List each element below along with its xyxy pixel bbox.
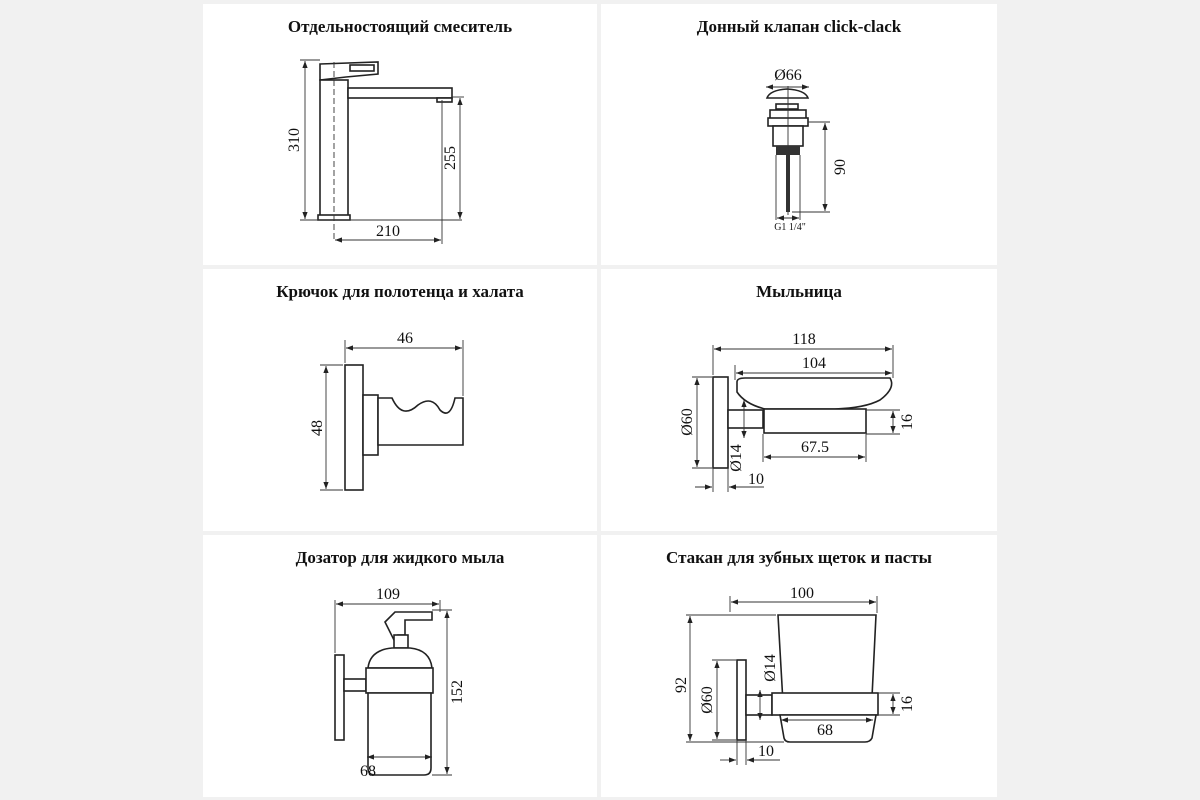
panel-title: Крючок для полотенца и халата <box>276 282 524 301</box>
dim-100: 100 <box>790 585 814 602</box>
panel-title: Мыльница <box>756 282 842 301</box>
dim-16: 16 <box>899 696 916 712</box>
background-left <box>0 0 203 800</box>
dim-118: 118 <box>792 331 815 348</box>
dim-46: 46 <box>397 330 413 347</box>
dim-48: 48 <box>309 420 326 436</box>
dim-109: 109 <box>376 586 400 603</box>
dim-104: 104 <box>802 355 826 372</box>
faucet-drawing: 310 255 210 <box>286 59 464 244</box>
dim-92: 92 <box>673 677 690 693</box>
dim-10: 10 <box>748 471 764 488</box>
background-right <box>997 0 1200 800</box>
tumbler-drawing: 100 92 Ø60 Ø14 16 68 10 <box>673 585 916 765</box>
dim-16: 16 <box>899 414 916 430</box>
dim-67-5: 67.5 <box>801 439 829 456</box>
dim-thread: G1 1/4" <box>774 222 806 233</box>
dim-68: 68 <box>817 722 833 739</box>
panel-title: Дозатор для жидкого мыла <box>295 548 505 567</box>
panel-faucet: Отдельностоящий смеситель <box>203 4 597 265</box>
panel-title: Стакан для зубных щеток и пасты <box>666 548 932 567</box>
dispenser-drawing: 109 152 68 <box>334 586 466 780</box>
dim-diameter-14: Ø14 <box>728 444 745 472</box>
panel-title: Донный клапан click-clack <box>696 17 902 36</box>
panel-hook: Крючок для полотенца и халата <box>203 269 597 531</box>
dim-diameter-14: Ø14 <box>762 654 779 682</box>
dim-90: 90 <box>832 159 849 175</box>
soap-dish-drawing: 118 104 Ø60 Ø14 16 67.5 10 <box>679 331 916 492</box>
dim-diameter-60: Ø60 <box>679 408 696 436</box>
dim-68: 68 <box>360 763 376 780</box>
dim-diameter-60: Ø60 <box>699 686 716 714</box>
drain-drawing: Ø66 90 G1 1/4" <box>765 67 849 233</box>
dim-152: 152 <box>449 680 466 704</box>
hook-drawing: 46 48 <box>309 330 464 491</box>
panel-title: Отдельностоящий смеситель <box>287 17 513 36</box>
dim-diameter-66: Ø66 <box>774 67 802 84</box>
dim-210: 210 <box>376 223 400 240</box>
dim-310: 310 <box>286 128 303 152</box>
dim-10: 10 <box>758 743 774 760</box>
dim-255: 255 <box>442 146 459 170</box>
